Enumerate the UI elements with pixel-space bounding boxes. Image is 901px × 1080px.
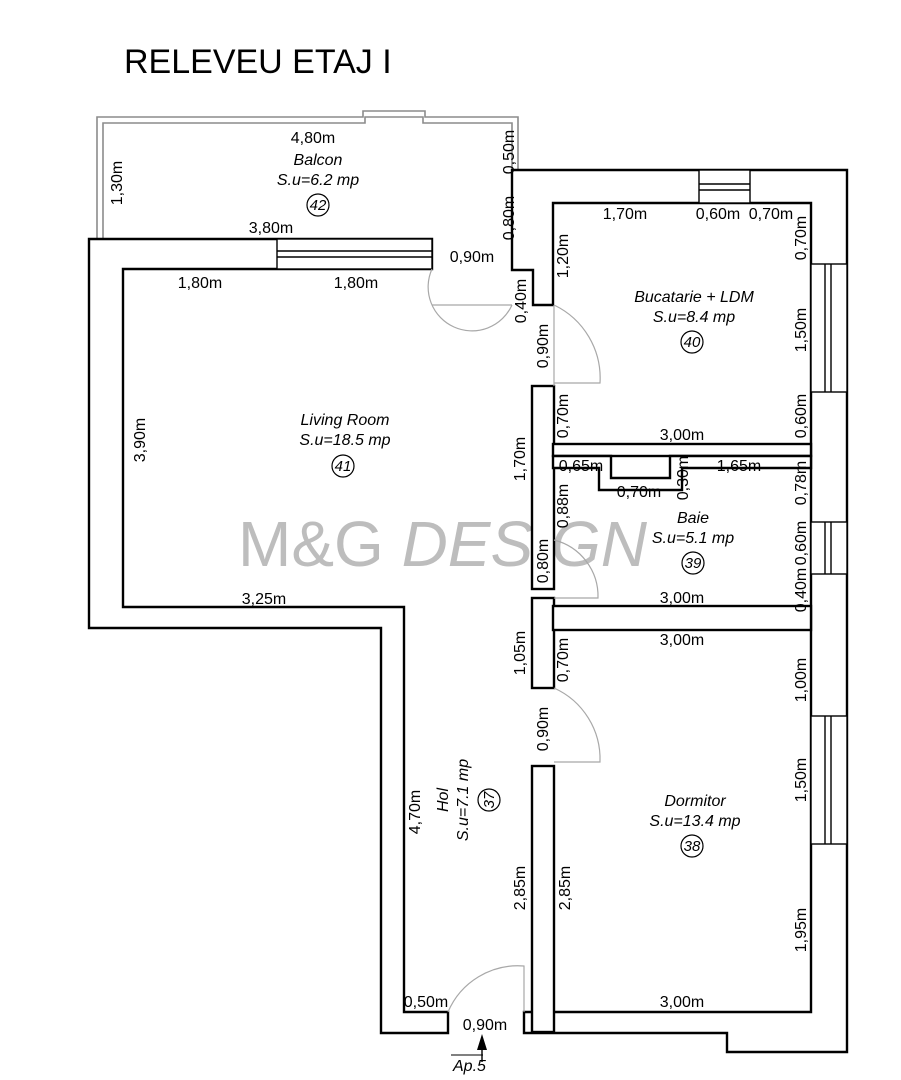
dim-kitchen-top2: 0,60m — [696, 206, 740, 223]
windows — [276, 169, 848, 845]
dim-living-top: 3,80m — [249, 220, 293, 237]
room-name-living: Living Room — [301, 412, 390, 429]
dim-baie-right2: 0,60m — [793, 521, 810, 565]
room-number-circle — [680, 330, 704, 354]
dim-corridor-step: 0,40m — [513, 279, 530, 323]
room-area-baie: S.u=5.1 mp — [652, 530, 734, 547]
room-living: Living Room S.u=18.5 mp 41 — [299, 412, 391, 478]
room-area-dormitor: S.u=13.4 mp — [649, 813, 740, 830]
room-number-hol: 37 — [481, 791, 498, 808]
dim-baie-right3: 0,40m — [793, 568, 810, 612]
room-dormitor: Dormitor S.u=13.4 mp 38 — [649, 793, 741, 858]
dim-baie-bottom: 3,00m — [660, 590, 704, 607]
room-number-bucatarie: 40 — [684, 334, 701, 351]
room-name-balcon: Balcon — [294, 152, 343, 169]
room-number-circle — [680, 834, 704, 858]
room-area-hol: S.u=7.1 mp — [455, 759, 472, 841]
room-area-bucatarie: S.u=8.4 mp — [653, 309, 735, 326]
dim-kitchen-right3: 0,60m — [793, 394, 810, 438]
dim-kitchen-wall1: 1,20m — [555, 234, 572, 278]
balcony-railing — [96, 110, 519, 240]
room-name-dormitor: Dormitor — [664, 793, 726, 810]
walls — [87, 168, 849, 1054]
dim-kitchen-right1: 0,70m — [793, 216, 810, 260]
entrance-label: Ap.5 — [452, 1058, 486, 1075]
dim-dorm-bottom: 3,00m — [660, 994, 704, 1011]
dim-living-sub1: 1,80m — [178, 275, 222, 292]
dim-kitchen-inner: 0,70m — [555, 394, 572, 438]
room-number-circle — [477, 788, 501, 812]
vertical-dimensions: 1,30m 0,50m 0,80m 1,20m 0,40m 0,90m 3,90… — [109, 130, 810, 952]
dim-kitchen-top1: 1,70m — [603, 206, 647, 223]
room-name-hol: Hol — [435, 788, 452, 812]
room-name-bucatarie: Bucatarie + LDM — [634, 289, 754, 306]
horizontal-dimensions: 4,80m 3,80m 1,80m 1,80m 0,90m 3,25m 1,70… — [178, 130, 793, 1034]
dim-kitchen-right2: 1,50m — [793, 308, 810, 352]
dim-baie-top2: 1,65m — [717, 458, 761, 475]
dim-living-bottom: 3,25m — [242, 591, 286, 608]
room-area-living: S.u=18.5 mp — [299, 432, 390, 449]
dim-balcon-depth: 1,30m — [109, 161, 126, 205]
room-balcon: Balcon S.u=6.2 mp 42 — [277, 152, 359, 217]
dim-living-sub2: 1,80m — [334, 275, 378, 292]
room-baie: Baie S.u=5.1 mp 39 — [652, 510, 734, 575]
dim-entrance: 0,90m — [463, 1017, 507, 1034]
room-number-baie: 39 — [685, 555, 702, 572]
dim-baie-top1: 0,65m — [559, 458, 603, 475]
room-number-dormitor: 38 — [684, 838, 701, 855]
entrance-arrow — [451, 1034, 487, 1062]
dim-living-door: 0,90m — [450, 249, 494, 266]
dim-baie-notch: 0,30m — [675, 456, 692, 500]
doors — [427, 268, 601, 1013]
dim-dorm-wall1: 0,70m — [555, 638, 572, 682]
dim-living-side: 3,90m — [132, 418, 149, 462]
dim-baie-notch-w: 0,70m — [617, 484, 661, 501]
room-number-living: 41 — [335, 458, 352, 475]
dim-baie-door: 0,80m — [535, 539, 552, 583]
dim-kitchen-bottom: 3,00m — [660, 427, 704, 444]
room-number-circle — [331, 454, 355, 478]
plan-title: RELEVEU ETAJ I — [124, 43, 392, 81]
dim-dorm-right2: 1,50m — [793, 758, 810, 802]
watermark-bold: M&G — [238, 508, 384, 580]
dim-corridor-top: 0,80m — [501, 196, 518, 240]
dim-dorm-right3: 1,95m — [793, 908, 810, 952]
dim-pillar-height: 1,70m — [512, 437, 529, 481]
room-area-balcon: S.u=6.2 mp — [277, 172, 359, 189]
dim-dorm-left: 2,85m — [557, 866, 574, 910]
dim-dorm-right1: 1,00m — [793, 658, 810, 702]
watermark: M&G DESIGN — [238, 508, 648, 580]
dim-balcon-width: 4,80m — [291, 130, 335, 147]
dim-hol-right: 2,85m — [512, 866, 529, 910]
dim-balcon-step: 0,50m — [501, 130, 518, 174]
room-name-baie: Baie — [677, 510, 709, 527]
dim-hol-left: 4,70m — [407, 790, 424, 834]
dim-hol-step: 0,50m — [404, 994, 448, 1011]
dim-baie-right1: 0,78m — [793, 461, 810, 505]
room-number-circle — [306, 193, 330, 217]
dim-pillar2-height: 1,05m — [512, 631, 529, 675]
dim-dorm-top: 3,00m — [660, 632, 704, 649]
room-number-circle — [681, 551, 705, 575]
dim-dorm-door: 0,90m — [535, 707, 552, 751]
room-number-balcon: 42 — [310, 197, 327, 214]
dim-kitchen-door: 0,90m — [535, 324, 552, 368]
watermark-italic: DESIGN — [402, 508, 648, 580]
dim-baie-left: 0,88m — [555, 484, 572, 528]
dim-kitchen-top3: 0,70m — [749, 206, 793, 223]
room-bucatarie: Bucatarie + LDM S.u=8.4 mp 40 — [634, 289, 754, 354]
room-hol: Hol S.u=7.1 mp 37 — [435, 759, 501, 841]
